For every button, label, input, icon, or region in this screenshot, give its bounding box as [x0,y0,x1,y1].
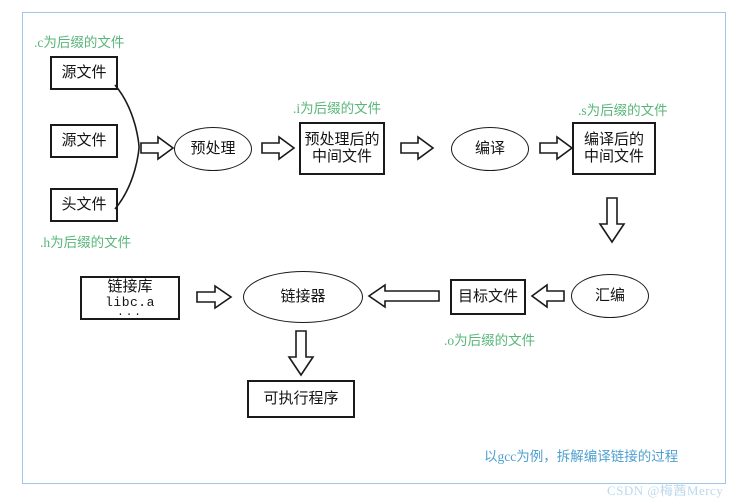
annotation-h-suffix: .h为后缀的文件 [40,235,132,250]
node-compile-label: 编译 [474,140,505,157]
annotation-i-suffix: .i为后缀的文件 [293,101,382,116]
node-compiled-intermediate-line2: 中间文件 [583,148,644,165]
node-preprocessed-intermediate-line1: 预处理后的 [304,131,380,148]
node-header-file-label: 头文件 [61,196,107,213]
node-source-file-2[interactable]: 源文件 [50,124,118,158]
node-linker-label: 链接器 [280,288,326,305]
node-source-file-1[interactable]: 源文件 [50,56,118,90]
node-link-library-more: ... [117,307,143,320]
node-assemble-label: 汇编 [594,287,625,304]
node-executable-label: 可执行程序 [263,390,339,407]
node-executable[interactable]: 可执行程序 [247,380,355,418]
outer-frame [22,12,726,484]
node-compiled-intermediate-file[interactable]: 编译后的 中间文件 [572,122,656,175]
annotation-o-suffix: .o为后缀的文件 [444,333,536,348]
node-link-library-name: libc.a [105,294,155,310]
node-preprocess-label: 预处理 [190,140,236,157]
node-assemble[interactable]: 汇编 [571,274,649,318]
node-object-file-label: 目标文件 [457,288,518,305]
diagram-caption: 以gcc为例，拆解编译链接的过程 [484,449,679,464]
node-source-file-1-label: 源文件 [61,64,107,81]
watermark: CSDN @梅茜Mercy [607,483,724,498]
annotation-s-suffix: .s为后缀的文件 [578,103,668,118]
node-preprocess[interactable]: 预处理 [174,127,252,171]
node-link-library-title: 链接库 [107,279,153,296]
annotation-c-suffix: .c为后缀的文件 [34,35,125,50]
node-linker[interactable]: 链接器 [243,271,363,323]
node-source-file-2-label: 源文件 [61,132,107,149]
node-compiled-intermediate-line1: 编译后的 [583,131,644,148]
node-preprocessed-intermediate-file[interactable]: 预处理后的 中间文件 [299,122,385,175]
node-compile[interactable]: 编译 [451,127,529,171]
node-link-library[interactable]: 链接库 libc.a ... [80,276,180,320]
node-object-file[interactable]: 目标文件 [450,279,526,315]
node-preprocessed-intermediate-line2: 中间文件 [311,148,372,165]
node-header-file[interactable]: 头文件 [50,188,118,222]
